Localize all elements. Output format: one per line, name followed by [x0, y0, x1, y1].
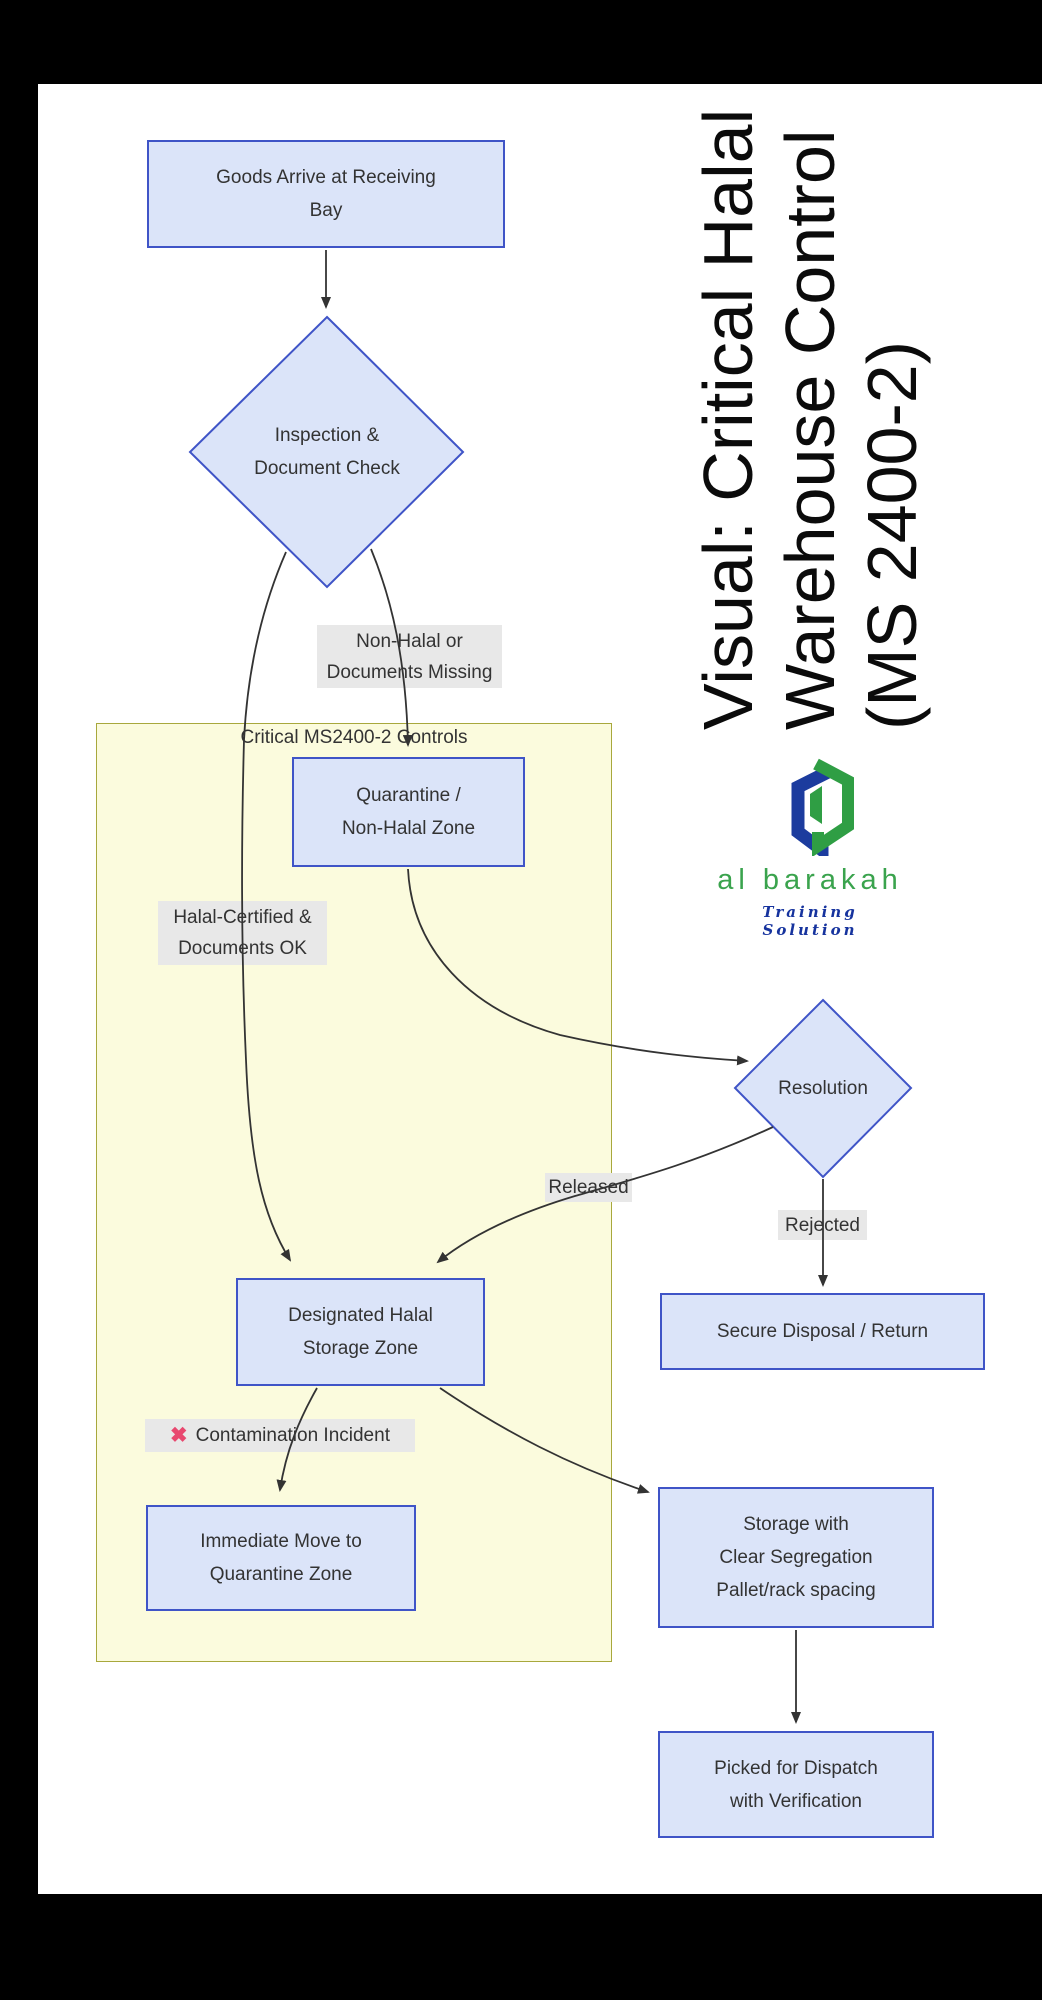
node-inspection-check: Inspection & Document Check: [254, 425, 400, 479]
edge-label-rejected: Rejected: [778, 1210, 867, 1240]
node-designated-storage: Designated Halal Storage Zone: [236, 1278, 485, 1386]
node-quarantine-zone: Quarantine / Non-Halal Zone: [292, 757, 525, 867]
edge-label-non-halal: Non-Halal or Documents Missing: [317, 625, 502, 688]
node-storage-segregation: Storage with Clear Segregation Pallet/ra…: [658, 1487, 934, 1628]
node-goods-arrive: Goods Arrive at Receiving Bay: [147, 140, 505, 248]
edge-label-released: Released: [545, 1173, 632, 1202]
logo: al barakah Training Solution: [717, 756, 903, 939]
node-secure-disposal: Secure Disposal / Return: [660, 1293, 985, 1370]
page-title: Visual: Critical Halal Warehouse Control…: [689, 108, 931, 730]
edge-label-contamination-text: Contamination Incident: [195, 1425, 390, 1446]
logo-mark-icon: [791, 758, 854, 856]
subgraph-label: Critical MS2400-2 Controls: [240, 727, 468, 748]
node-resolution: Resolution: [778, 1077, 868, 1099]
x-mark-icon: ✖: [170, 1424, 188, 1447]
node-immediate-move: Immediate Move to Quarantine Zone: [146, 1505, 416, 1611]
node-picked-dispatch: Picked for Dispatch with Verification: [658, 1731, 934, 1838]
edge-label-contamination: ✖ Contamination Incident: [145, 1419, 415, 1452]
logo-tagline-text: Training Solution: [762, 903, 858, 939]
logo-brand-text: al barakah: [717, 864, 903, 896]
edge-label-halal-certified: Halal-Certified & Documents OK: [158, 901, 327, 965]
